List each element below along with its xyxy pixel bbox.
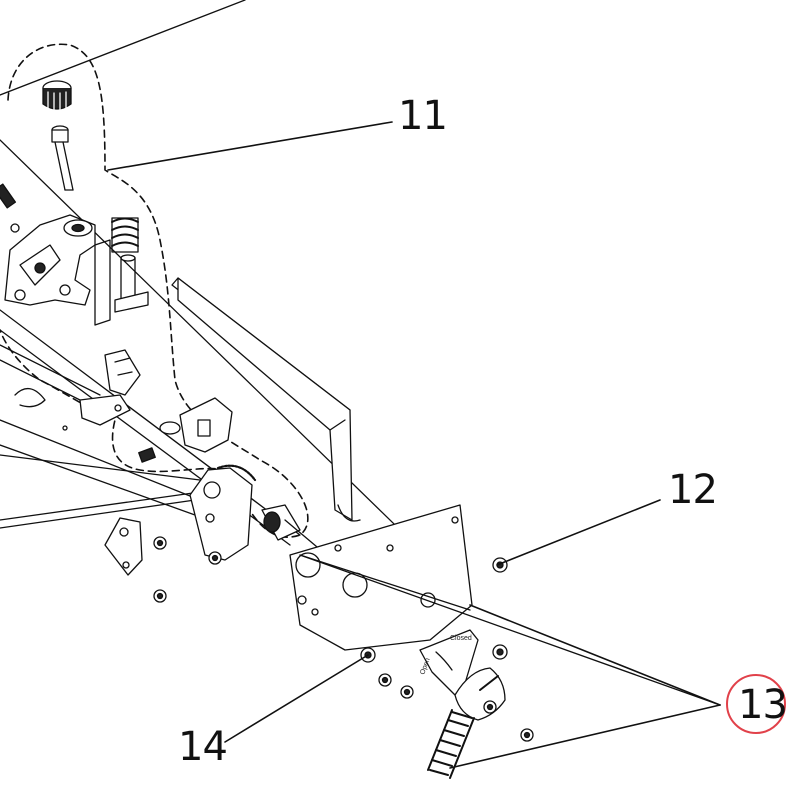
cam-collar xyxy=(138,397,233,463)
assembly-group-outline xyxy=(0,43,309,538)
callout-12: 12 xyxy=(668,467,718,513)
callout-14: 14 xyxy=(178,724,228,770)
callout-13-highlight-ring xyxy=(726,674,786,734)
small-bracket xyxy=(104,517,143,576)
spring-icon xyxy=(427,709,475,779)
spring-post-icon xyxy=(94,217,149,326)
clip-bracket xyxy=(14,349,141,431)
side-plate xyxy=(289,504,721,706)
linkage-assembly xyxy=(0,183,96,306)
frame-rails xyxy=(0,0,471,599)
callout-13: 13 xyxy=(738,682,788,728)
leader-lines xyxy=(107,121,721,769)
gear-sector xyxy=(189,464,257,561)
screw-icons xyxy=(153,536,534,742)
knob-icon xyxy=(42,80,74,191)
callout-11: 11 xyxy=(398,93,448,139)
lever-knob-icon xyxy=(454,667,506,721)
closed-label: Closed xyxy=(450,635,472,642)
long-plate xyxy=(171,277,361,522)
